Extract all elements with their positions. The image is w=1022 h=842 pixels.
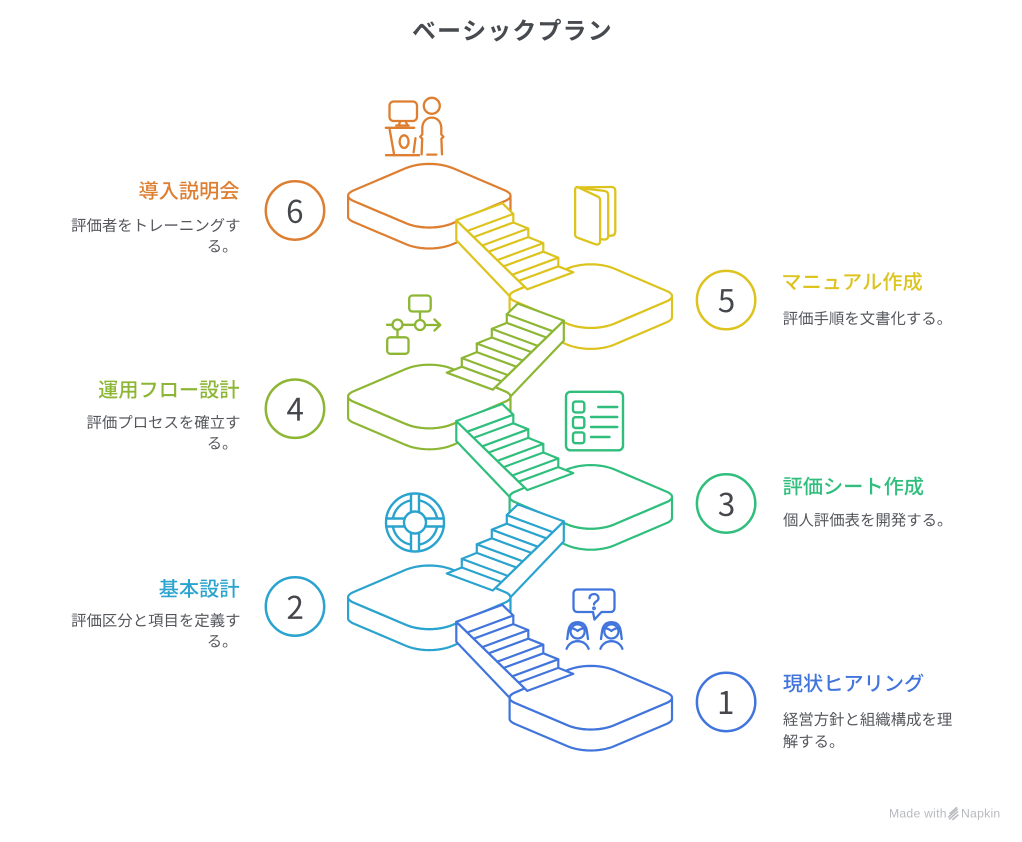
svg-text:Napkin: Napkin: [961, 806, 1000, 820]
svg-text:Made with: Made with: [889, 806, 947, 820]
